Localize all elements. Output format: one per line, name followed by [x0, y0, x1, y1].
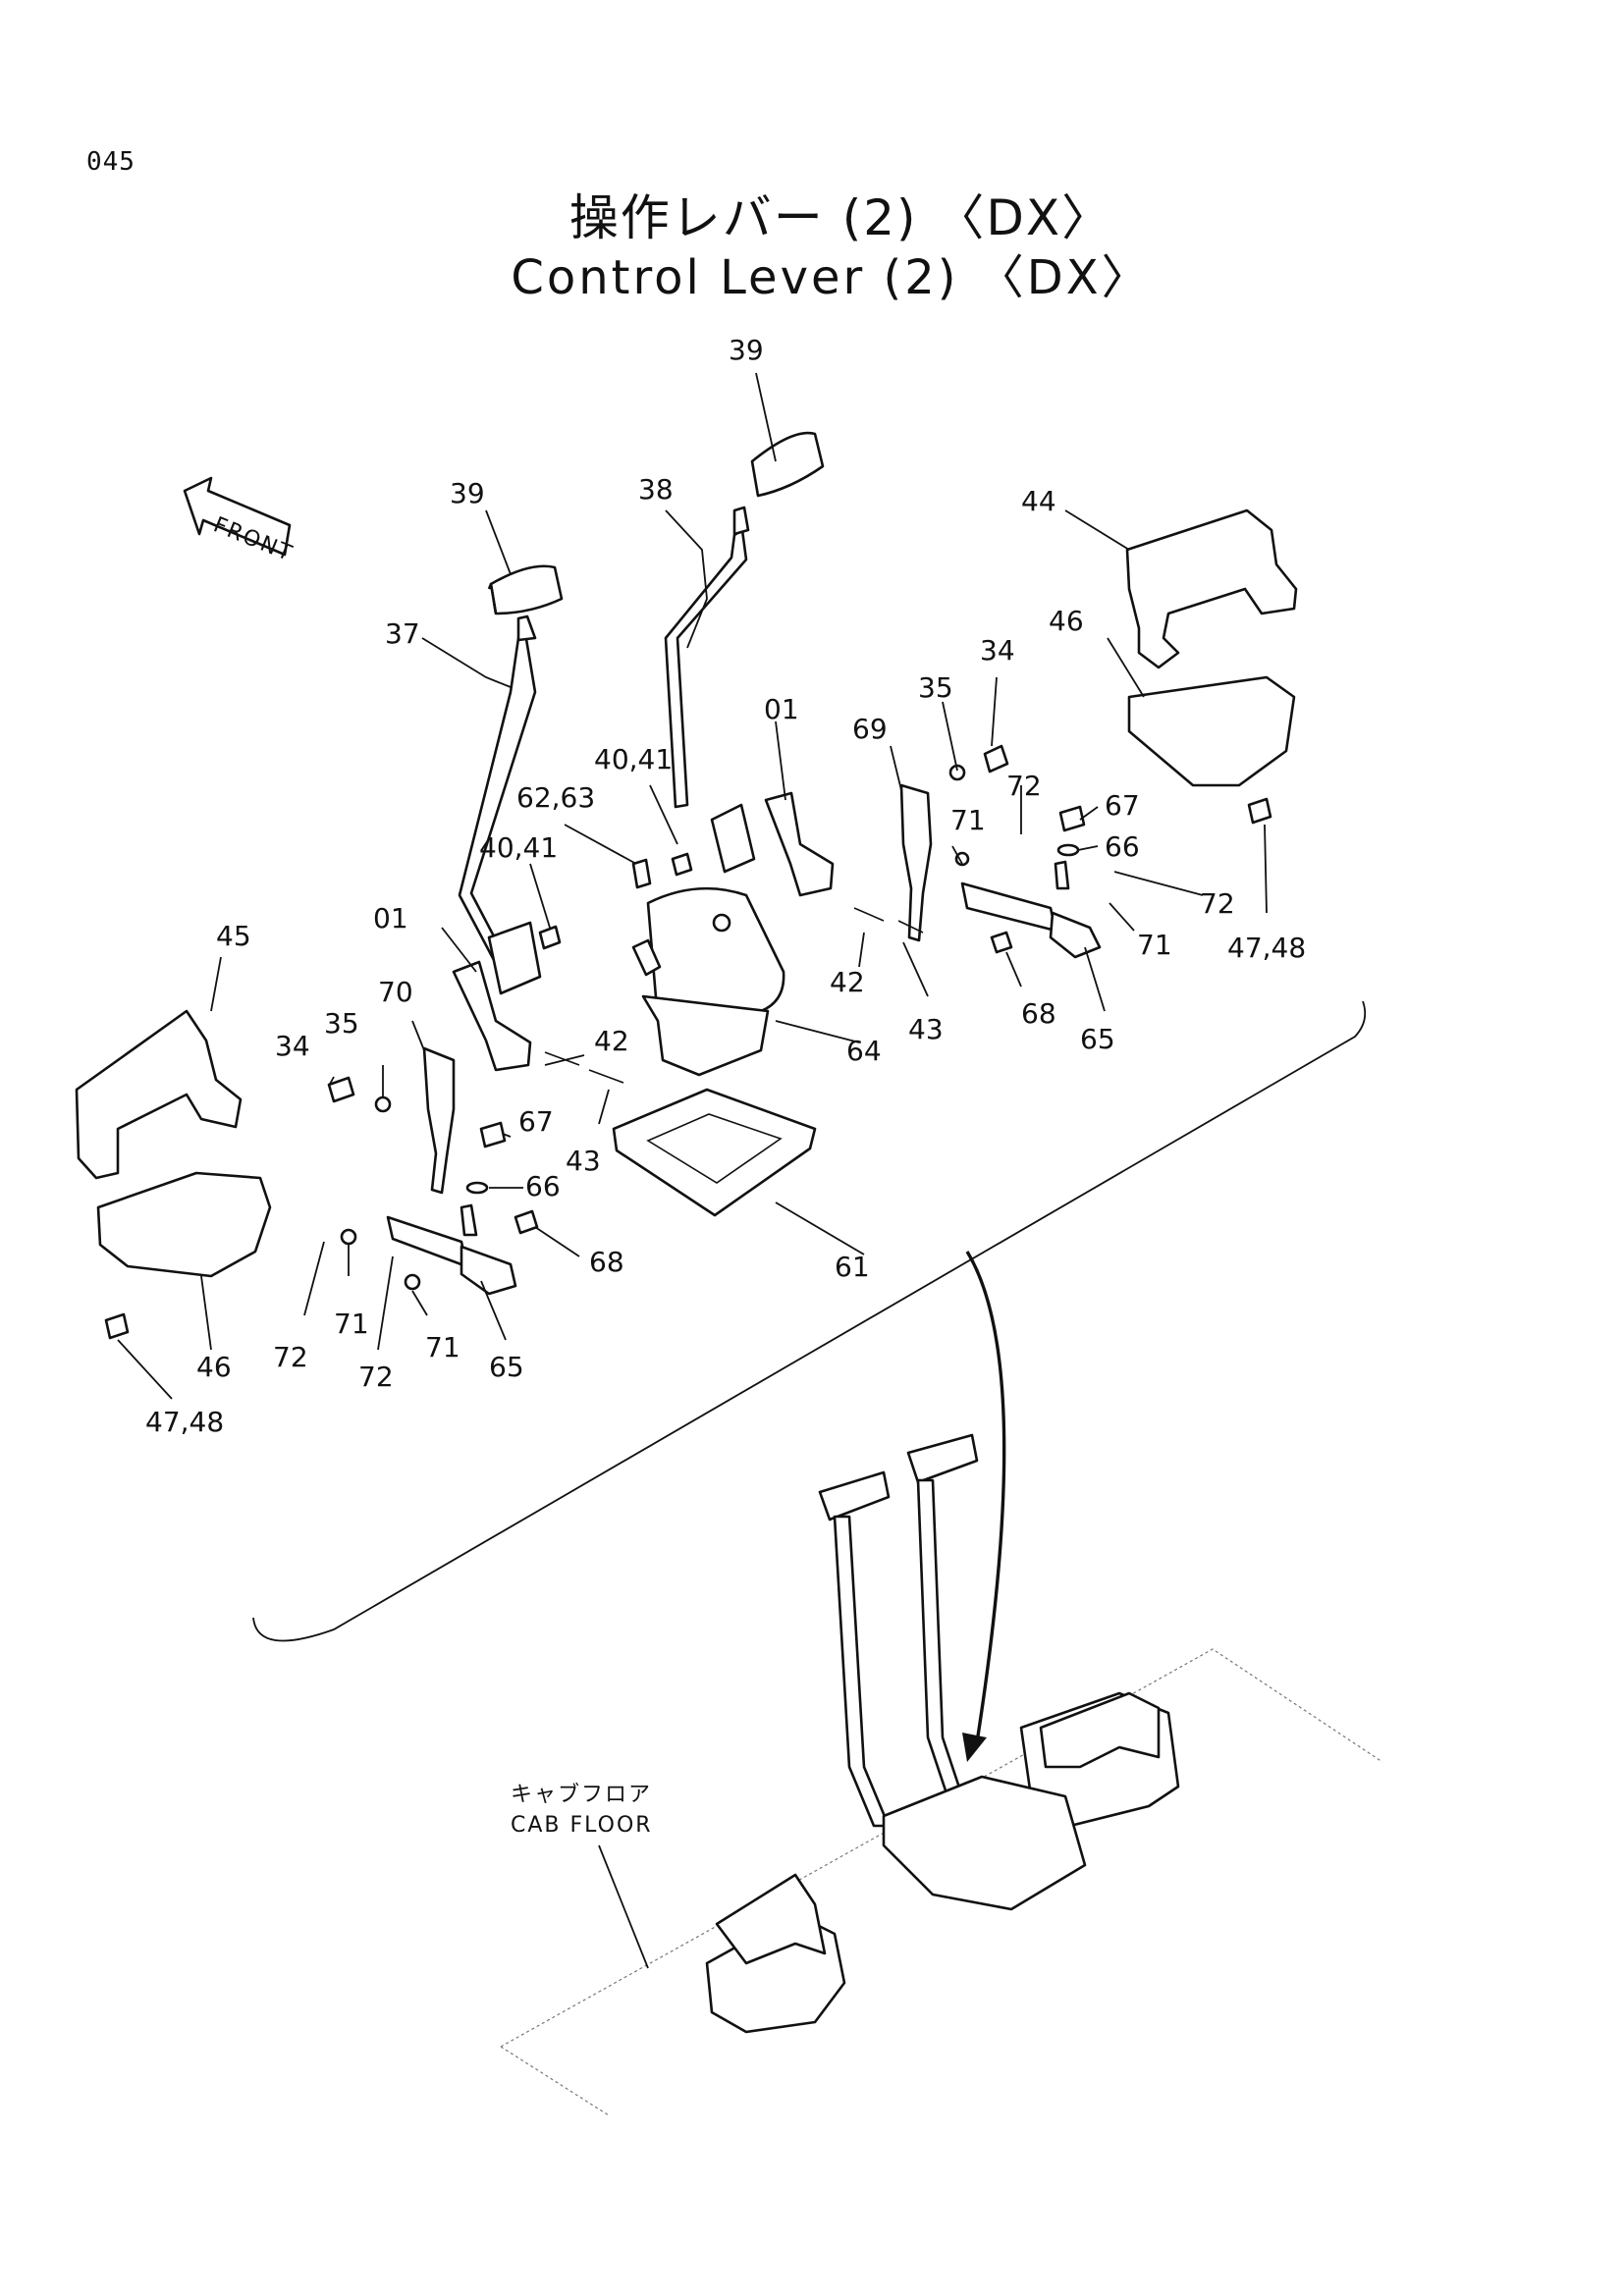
pilot-valve-64 — [631, 886, 785, 1077]
base-plate-46-right — [1127, 675, 1296, 787]
assembled-view — [500, 1433, 1383, 2116]
pin-assembly-65-left — [386, 1203, 517, 1296]
pin-assembly-65-right — [960, 860, 1102, 959]
callout-71-upper: 71 — [950, 804, 986, 836]
callout-67-right: 67 — [1105, 789, 1140, 822]
callout-01-left: 01 — [373, 902, 408, 934]
callout-34-right: 34 — [980, 634, 1015, 667]
leader-lines — [117, 372, 1268, 1400]
callout-70: 70 — [378, 976, 413, 1008]
callout-38: 38 — [638, 473, 674, 506]
bracket-01-right — [764, 791, 835, 897]
callout-65-left: 65 — [489, 1351, 524, 1383]
callout-47-48-left: 47,48 — [145, 1406, 224, 1438]
callout-42-lower: 42 — [594, 1025, 629, 1057]
plate-70 — [422, 1046, 456, 1195]
callout-62-63: 62,63 — [516, 781, 595, 814]
callout-64: 64 — [846, 1035, 882, 1067]
small-hardware — [104, 744, 1272, 1340]
callout-72-left-a: 72 — [273, 1341, 308, 1373]
callout-44: 44 — [1021, 485, 1056, 517]
callout-71-left-a: 71 — [334, 1308, 369, 1340]
callout-34-left: 34 — [275, 1030, 310, 1062]
callout-72-left-b: 72 — [358, 1361, 394, 1393]
callout-66-right: 66 — [1105, 830, 1140, 863]
callout-69: 69 — [852, 713, 888, 745]
page-title-english: Control Lever (2) 〈DX〉 — [511, 250, 1152, 305]
right-control-lever — [664, 431, 825, 874]
callout-71-right: 71 — [1137, 929, 1172, 961]
callout-35-right: 35 — [918, 671, 953, 704]
callout-45: 45 — [216, 920, 251, 952]
callout-68-left: 68 — [589, 1246, 624, 1278]
bracket-01-left — [452, 960, 532, 1072]
detail-pointer-arrowhead — [962, 1733, 987, 1762]
callout-40-41-lower: 40,41 — [479, 831, 558, 864]
callout-65-right: 65 — [1080, 1023, 1115, 1055]
page-number: 045 — [86, 147, 135, 177]
callout-40-41-upper: 40,41 — [594, 743, 673, 775]
callout-39-lower: 39 — [450, 477, 485, 509]
plate-69 — [899, 783, 933, 942]
callout-labels: 39 39 38 44 37 46 34 35 01 69 40,41 72 6… — [145, 334, 1306, 1438]
callout-67-left: 67 — [518, 1105, 554, 1138]
callout-46-left: 46 — [196, 1351, 232, 1383]
callout-71-left-b: 71 — [425, 1331, 460, 1363]
callout-72-right: 72 — [1200, 887, 1235, 920]
boot-plate-61 — [612, 1088, 817, 1217]
page-title-japanese: 操作レバー (2) 〈DX〉 — [568, 189, 1113, 246]
callout-01-right: 01 — [764, 693, 799, 725]
cab-floor-leader — [598, 1844, 649, 1969]
front-arrow-icon: FRONT — [183, 476, 297, 566]
left-control-lever — [458, 564, 564, 995]
callout-37: 37 — [385, 617, 420, 650]
exploded-view-boundary — [252, 1000, 1367, 1642]
callout-72-upper: 72 — [1006, 770, 1042, 802]
callout-68-right: 68 — [1021, 997, 1056, 1030]
callout-47-48-right: 47,48 — [1227, 932, 1306, 964]
detail-pointer-arrow — [965, 1251, 1006, 1743]
callout-66-left: 66 — [525, 1170, 561, 1202]
base-plate-46-left — [96, 1171, 272, 1278]
callout-43-upper: 43 — [908, 1013, 944, 1045]
callout-35-left: 35 — [324, 1007, 359, 1040]
callout-42-upper: 42 — [830, 966, 865, 998]
cab-floor-label-japanese: キャブフロア — [511, 1783, 652, 1807]
callout-46-right: 46 — [1049, 605, 1084, 637]
armrest-45 — [75, 1009, 243, 1180]
callout-43-lower: 43 — [566, 1145, 601, 1177]
armrest-44 — [1125, 508, 1298, 669]
callout-61: 61 — [835, 1251, 870, 1283]
callout-39-upper: 39 — [729, 334, 764, 366]
cab-floor-label-english: CAB FLOOR — [511, 1813, 653, 1838]
